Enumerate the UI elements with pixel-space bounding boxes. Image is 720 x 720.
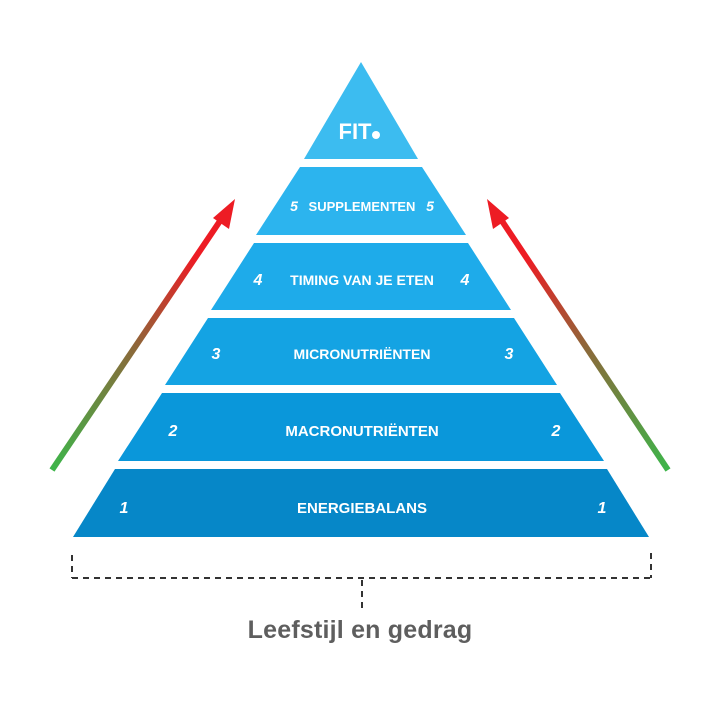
pyramid-apex: FIT — [304, 62, 418, 159]
tier-4-shape — [211, 243, 511, 310]
tier-3: 3 MICRONUTRIËNTEN 3 — [165, 318, 557, 385]
left-progress-arrow — [49, 199, 235, 472]
tier-4-label: TIMING VAN JE ETEN — [290, 272, 434, 288]
apex-shape — [304, 62, 418, 159]
tier-5-number-left: 5 — [290, 198, 298, 214]
logo-mark-icon — [372, 131, 380, 139]
tier-4-number-left: 4 — [253, 272, 263, 289]
right-arrow-head-icon — [487, 199, 509, 229]
tier-5-number-right: 5 — [426, 198, 434, 214]
tier-3-number-left: 3 — [212, 346, 221, 363]
right-progress-arrow — [487, 199, 671, 472]
tier-2-label: MACRONUTRIËNTEN — [285, 423, 438, 440]
tier-1-label: ENERGIEBALANS — [297, 500, 427, 517]
right-arrow-shaft — [497, 216, 671, 472]
foundation-label: Leefstijl en gedrag — [247, 616, 473, 644]
tier-4-number-right: 4 — [460, 272, 470, 289]
foundation-bracket — [71, 553, 652, 608]
tier-2-number-right: 2 — [551, 423, 561, 440]
tier-5-label: SUPPLEMENTEN — [309, 199, 416, 214]
tier-5: 5 SUPPLEMENTEN 5 — [256, 167, 466, 235]
tier-1-shape — [73, 469, 649, 537]
tier-2: 2 MACRONUTRIËNTEN 2 — [118, 393, 604, 461]
tier-3-number-right: 3 — [505, 346, 514, 363]
tier-3-shape — [165, 318, 557, 385]
tier-1: 1 ENERGIEBALANS 1 — [73, 469, 649, 537]
tier-4: 4 TIMING VAN JE ETEN 4 — [211, 243, 511, 310]
tier-2-number-left: 2 — [168, 423, 178, 440]
tier-1-number-left: 1 — [120, 500, 129, 517]
tier-1-number-right: 1 — [598, 500, 607, 517]
tier-5-shape — [256, 167, 466, 235]
tier-3-label: MICRONUTRIËNTEN — [294, 346, 431, 362]
left-arrow-head-icon — [213, 199, 235, 229]
left-arrow-shaft — [49, 216, 225, 472]
tier-2-shape — [118, 393, 604, 461]
apex-label: FIT — [339, 119, 373, 144]
